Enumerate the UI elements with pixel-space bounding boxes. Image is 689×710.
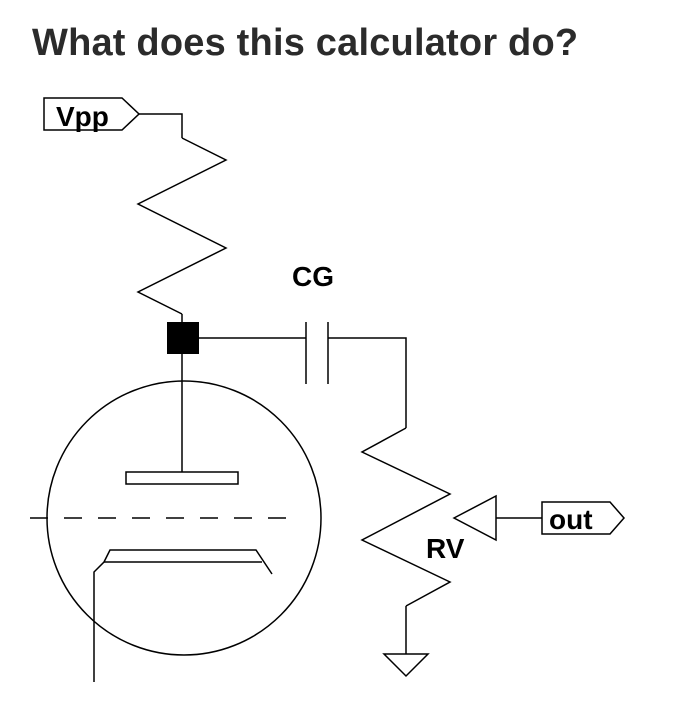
supply-flag: Vpp: [43, 97, 141, 132]
tube-plate: [125, 471, 239, 485]
supply-label: Vpp: [56, 101, 109, 132]
output-flag-outline: [541, 501, 625, 535]
ground-icon: [382, 653, 430, 678]
output-label: out: [549, 504, 593, 535]
capacitor-label: CG: [292, 261, 334, 292]
supply-flag-outline: [43, 97, 141, 131]
supply-wire: [139, 113, 183, 138]
potentiometer-label: RV: [426, 533, 465, 564]
plate-node: [167, 322, 199, 354]
plate-resistor: [136, 137, 228, 315]
potentiometer: [360, 427, 452, 607]
vacuum-tube: [30, 354, 322, 682]
output-flag: out: [541, 501, 625, 535]
capacitor-to-pot-wire: [328, 337, 407, 428]
page-title: What does this calculator do?: [32, 22, 579, 64]
tube-cathode: [93, 549, 273, 682]
